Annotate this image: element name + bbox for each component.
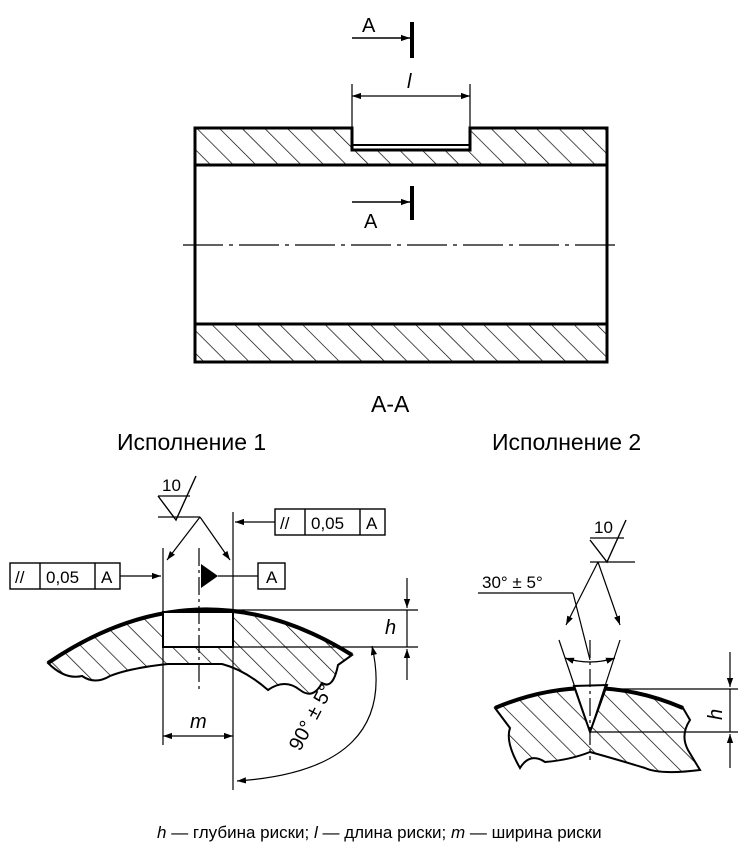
datum-letter: A — [266, 568, 278, 587]
tol-right-value: 0,05 — [311, 514, 344, 533]
caption-m-symbol: m — [451, 823, 465, 842]
variant1-title: Исполнение 1 — [117, 429, 266, 455]
variant1-roughness: 10 — [162, 476, 181, 495]
variant2-title: Исполнение 2 — [492, 429, 641, 455]
notch-angle-arc — [564, 657, 616, 664]
section-letter-top: A — [362, 15, 376, 37]
datum-box — [257, 562, 286, 590]
tube-top-view — [183, 22, 621, 364]
caption-h-text: — глубина риски; — [166, 823, 314, 842]
tube-upper-wall — [193, 126, 609, 167]
section-letter-bottom: A — [364, 211, 378, 233]
variant1-section — [9, 475, 418, 790]
caption-l-text: — длина риски; — [318, 823, 451, 842]
section-title: А-А — [371, 391, 410, 417]
variant2-section — [478, 519, 738, 774]
tol-right-datum: A — [366, 514, 378, 533]
variant2-depth-label: h — [705, 709, 727, 720]
tube-lower-wall — [193, 322, 609, 364]
caption: h — глубина риски; l — длина риски; m — … — [157, 823, 602, 842]
caption-h-symbol: h — [157, 823, 166, 842]
tol-left-symbol: // — [15, 568, 25, 587]
variant2-roughness: 10 — [594, 518, 613, 537]
variant1-depth-label: h — [385, 617, 396, 639]
tol-left-datum: A — [101, 568, 113, 587]
angle-arc — [236, 645, 378, 784]
length-label: l — [407, 71, 412, 93]
tol-left-value: 0,05 — [46, 568, 79, 587]
datum-triangle — [201, 564, 218, 588]
tolerance-frame-left — [9, 562, 121, 590]
variant1-groove — [162, 611, 234, 648]
variant1-width-label: m — [190, 711, 207, 733]
variant2-angle-label: 30° ± 5° — [482, 573, 543, 592]
caption-m-text: — ширина риски — [465, 823, 601, 842]
caption-l-symbol: l — [314, 823, 319, 842]
tol-right-symbol: // — [280, 514, 290, 533]
